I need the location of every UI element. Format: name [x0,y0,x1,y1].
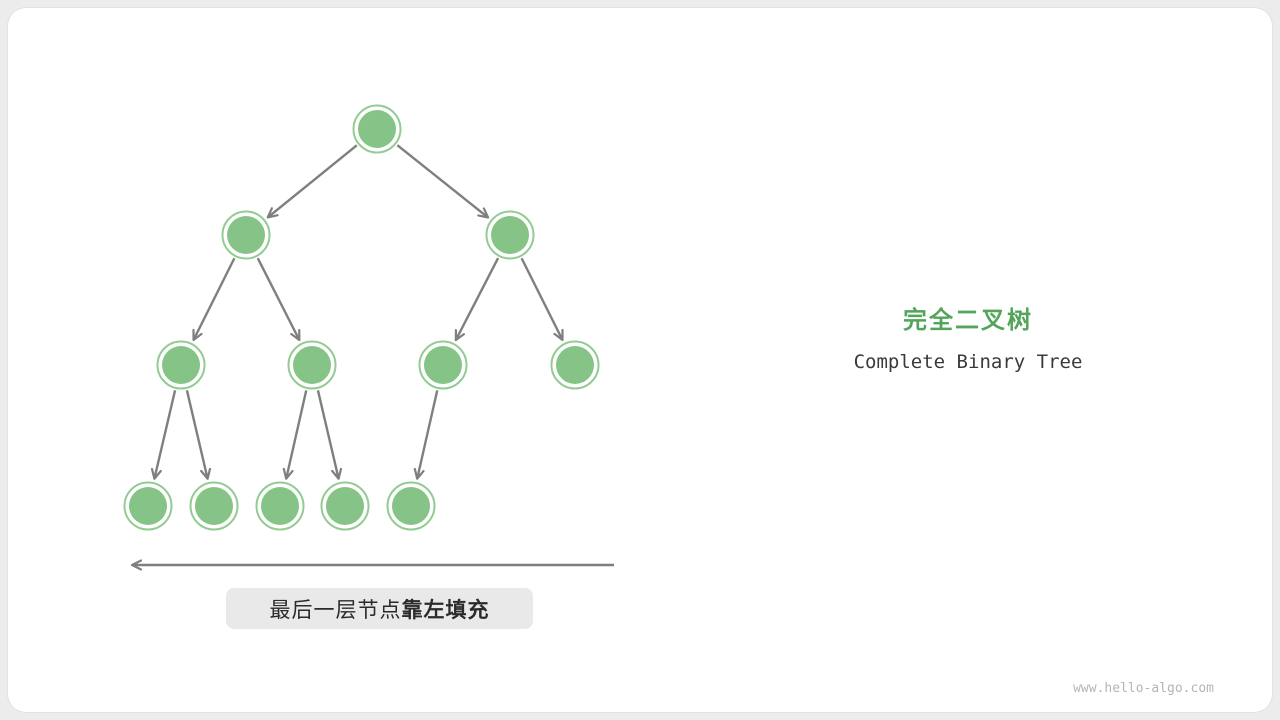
tree-edge [256,257,299,339]
tree-node [195,487,233,525]
tree-edge [316,390,338,477]
tree-nodes [123,104,600,531]
caption-last-level: 最后一层节点靠左填充 [226,588,533,629]
tree-node [162,346,200,384]
caption-bold-text: 靠左填充 [401,598,490,622]
tree-edge [520,257,562,339]
tree-edge [456,257,500,339]
tree-node [358,110,396,148]
tree-edge [269,144,358,216]
tree-node [293,346,331,384]
tree-edge [286,390,308,477]
tree-node [392,487,430,525]
tree-edge [396,144,487,217]
legend-block: 完全二叉树 Complete Binary Tree [818,300,1118,373]
tree-node [261,487,299,525]
caption-normal-text: 最后一层节点 [269,598,402,622]
tree-node [424,346,462,384]
tree-edge [185,390,207,477]
watermark: www.hello-algo.com [1073,681,1214,696]
tree-edges [155,144,562,478]
tree-edge [155,390,177,477]
tree-edge [417,390,439,477]
diagram-title: 完全二叉树 [903,307,1033,334]
tree-edge [194,257,236,339]
tree-node [326,487,364,525]
tree-node [556,346,594,384]
tree-node [129,487,167,525]
tree-node [227,216,265,254]
diagram-card [8,8,1272,712]
diagram-subtitle-en: Complete Binary Tree [853,351,1083,373]
tree-node [491,216,529,254]
